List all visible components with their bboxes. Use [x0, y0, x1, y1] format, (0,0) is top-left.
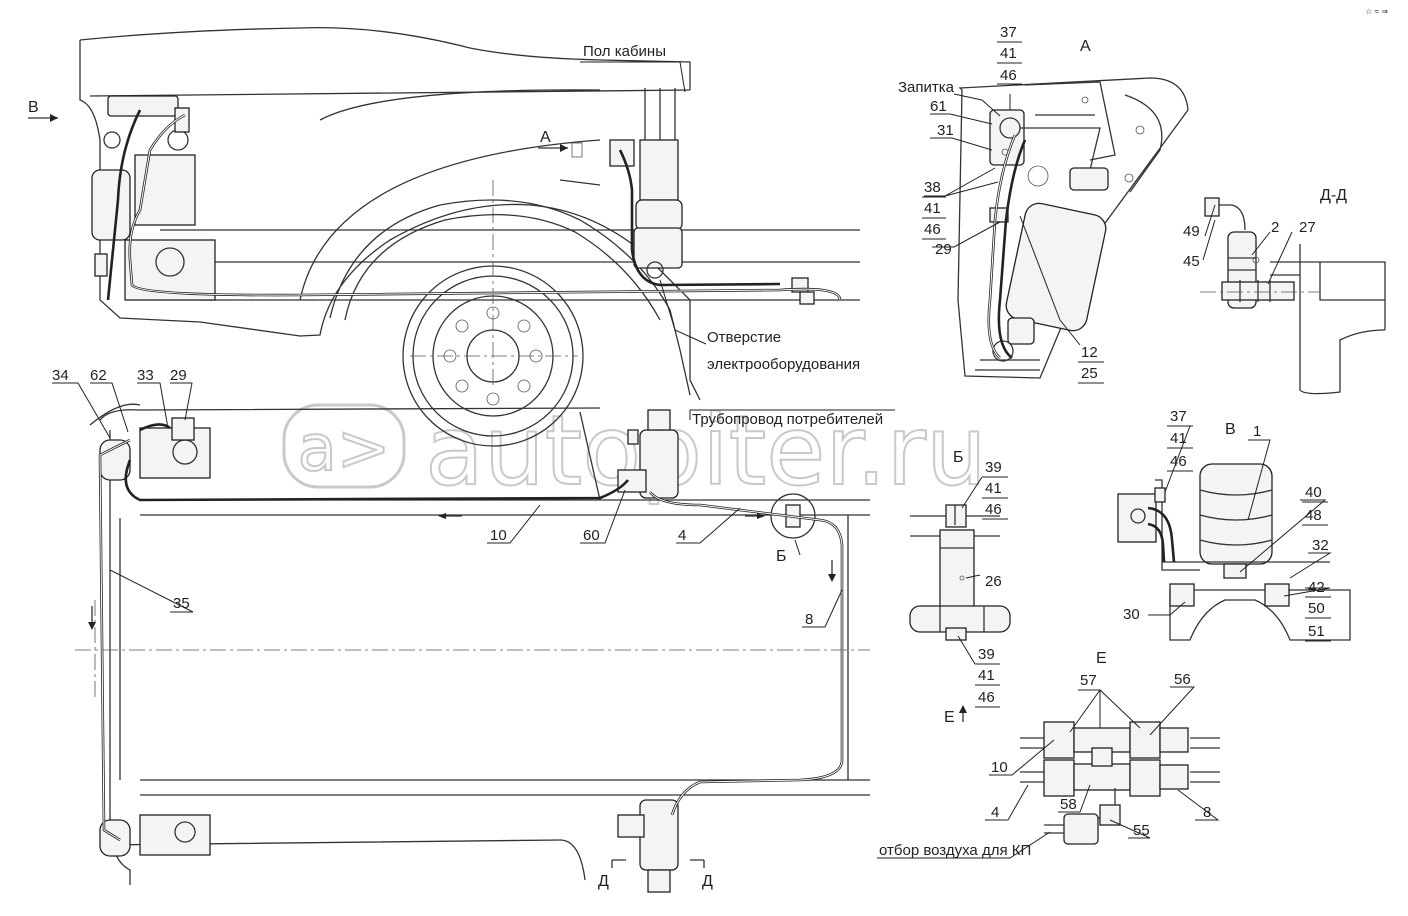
d-callout-2: 2: [1271, 219, 1279, 236]
v-callout-32: 32: [1312, 537, 1329, 554]
plan-view: [52, 382, 895, 893]
section-d-right: Д: [702, 873, 713, 890]
b-callout-26: 26: [985, 573, 1002, 590]
e-callout-4: 4: [991, 804, 999, 821]
b-callout-41: 41: [985, 480, 1002, 497]
b-callout-46: 46: [985, 501, 1002, 518]
a-callout-38: 38: [924, 179, 941, 196]
v-callout-37: 37: [1170, 408, 1187, 425]
callout-4: 4: [678, 527, 686, 544]
a-callout-25: 25: [1081, 365, 1098, 382]
b-callout-46b: 46: [978, 689, 995, 706]
side-view: [28, 27, 860, 447]
callout-62: 62: [90, 367, 107, 384]
a-callout-31: 31: [937, 122, 954, 139]
label-elektrooborudovaniya: электрооборудования: [707, 356, 860, 373]
e-callout-56: 56: [1174, 671, 1191, 688]
b-callout-41b: 41: [978, 667, 995, 684]
watermark-text: autopiter.ru: [425, 395, 987, 507]
v-callout-1: 1: [1253, 423, 1261, 440]
view-dd: [1200, 197, 1386, 395]
view-a: [924, 77, 1189, 379]
section-d-left: Д: [598, 873, 609, 890]
v-callout-41: 41: [1170, 430, 1187, 447]
v-callout-46: 46: [1170, 453, 1187, 470]
e-callout-8: 8: [1203, 804, 1211, 821]
watermark: a> autopiter.ru: [282, 394, 988, 508]
label-otverstie: Отверстие: [707, 329, 781, 346]
e-callout-55: 55: [1133, 822, 1150, 839]
callout-33: 33: [137, 367, 154, 384]
callout-b-label: Б: [776, 548, 787, 565]
e-callout-57: 57: [1080, 672, 1097, 689]
view-e: [877, 686, 1220, 859]
v-callout-42: 42: [1308, 579, 1325, 596]
view-a-title: А: [1080, 38, 1091, 55]
e-callout-10: 10: [991, 759, 1008, 776]
v-callout-48: 48: [1305, 507, 1322, 524]
view-a-arrow-label: А: [540, 129, 551, 146]
a-callout-37: 37: [1000, 24, 1017, 41]
a-callout-46b: 46: [924, 221, 941, 238]
a-callout-41b: 41: [924, 200, 941, 217]
b-callout-39: 39: [985, 459, 1002, 476]
b-callout-39b: 39: [978, 646, 995, 663]
svg-text:a>: a>: [298, 412, 391, 486]
view-b: [909, 504, 1011, 722]
view-dd-title: Д-Д: [1320, 187, 1347, 204]
view-b-small-title: Б: [953, 449, 964, 466]
view-b-arrow-label: В: [28, 99, 39, 116]
callout-29: 29: [170, 367, 187, 384]
label-pol-kabiny: Пол кабины: [583, 43, 666, 60]
v-callout-40: 40: [1305, 484, 1322, 501]
label-otbor-vozduha: отбор воздуха для КП: [879, 842, 1031, 859]
d-callout-27: 27: [1299, 219, 1316, 236]
d-callout-45: 45: [1183, 253, 1200, 270]
a-callout-46: 46: [1000, 67, 1017, 84]
callout-8: 8: [805, 611, 813, 628]
v-callout-30: 30: [1123, 606, 1140, 623]
view-v: [1117, 425, 1351, 641]
corner-mark: ☆ ≈ ⇒: [1365, 7, 1388, 16]
callout-10: 10: [490, 527, 507, 544]
a-callout-12: 12: [1081, 344, 1098, 361]
a-callout-41: 41: [1000, 45, 1017, 62]
a-callout-29: 29: [935, 241, 952, 258]
view-e-title: Е: [1096, 650, 1107, 667]
v-callout-51: 51: [1308, 623, 1325, 640]
callout-34: 34: [52, 367, 69, 384]
v-callout-50: 50: [1308, 600, 1325, 617]
callout-60: 60: [583, 527, 600, 544]
a-callout-61: 61: [930, 98, 947, 115]
callout-35: 35: [173, 595, 190, 612]
d-callout-49: 49: [1183, 223, 1200, 240]
label-zapitka: Запитка: [898, 79, 955, 96]
label-truboprovod: Трубопровод потребителей: [692, 411, 883, 428]
view-e-arrow-label: Е: [944, 709, 955, 726]
view-v-title: В: [1225, 421, 1236, 438]
e-callout-58: 58: [1060, 796, 1077, 813]
